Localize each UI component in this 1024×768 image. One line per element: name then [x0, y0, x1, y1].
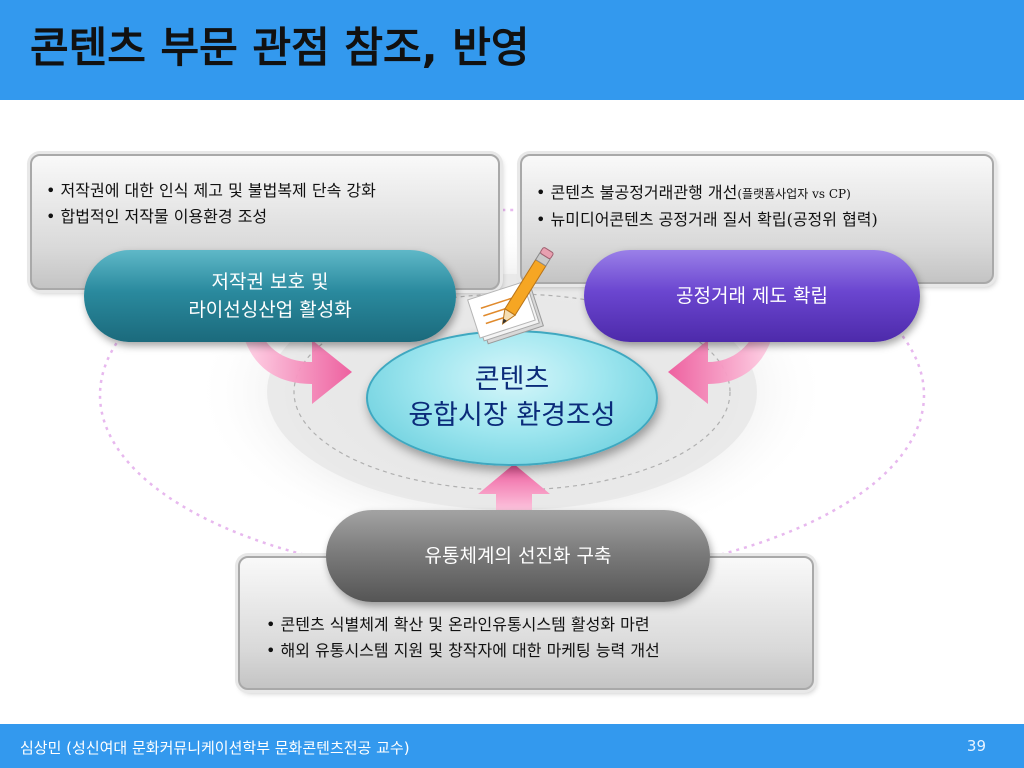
bottom-bullet-list: 콘텐츠 식별체계 확산 및 온라인유통시스템 활성화 마련 해외 유통시스템 지… — [266, 612, 812, 664]
center-line2: 융합시장 환경조성 — [408, 400, 616, 431]
teal-pill-line2: 라이선싱산업 활성화 — [188, 299, 352, 321]
center-goal-ellipse: 콘텐츠 융합시장 환경조성 — [366, 330, 658, 466]
gray-pill-label: 유통체계의 선진화 구축 — [424, 545, 612, 567]
footer-author: 심상민 (성신여대 문화커뮤니케이션학부 문화콘텐츠전공 교수) — [20, 739, 410, 757]
left-bullet: 저작권에 대한 인식 제고 및 불법복제 단속 강화 — [46, 178, 498, 204]
fair-trade-pill: 공정거래 제도 확립 — [584, 250, 920, 342]
left-bullet-list: 저작권에 대한 인식 제고 및 불법복제 단속 강화 합법적인 저작물 이용환경… — [46, 178, 498, 230]
purple-pill-label: 공정거래 제도 확립 — [676, 285, 828, 307]
title-bar: 콘텐츠 부문 관점 참조, 반영 — [0, 0, 1024, 100]
right-bullet: 뉴미디어콘텐츠 공정거래 질서 확립(공정위 협력) — [536, 207, 992, 233]
copyright-protection-pill: 저작권 보호 및 라이선싱산업 활성화 — [84, 250, 456, 342]
bottom-bullet: 콘텐츠 식별체계 확산 및 온라인유통시스템 활성화 마련 — [266, 612, 812, 638]
arrow-right-icon — [240, 318, 352, 404]
slide-title: 콘텐츠 부문 관점 참조, 반영 — [30, 23, 530, 72]
right-bullet: 콘텐츠 불공정거래관행 개선(플랫폼사업자 vs CP) — [536, 180, 992, 207]
page-number: 39 — [966, 737, 986, 755]
footer-bar: 심상민 (성신여대 문화커뮤니케이션학부 문화콘텐츠전공 교수) 39 — [0, 724, 1024, 768]
arrow-up-icon — [478, 464, 550, 518]
teal-pill-line1: 저작권 보호 및 — [211, 271, 329, 293]
right-bullet-list: 콘텐츠 불공정거래관행 개선(플랫폼사업자 vs CP) 뉴미디어콘텐츠 공정거… — [536, 180, 992, 233]
center-line1: 콘텐츠 — [474, 364, 550, 395]
right-bullet-note: (플랫폼사업자 vs CP) — [737, 187, 851, 201]
right-bullet-main: 콘텐츠 불공정거래관행 개선 — [550, 183, 738, 202]
arrow-left-icon — [668, 318, 776, 404]
left-bullet: 합법적인 저작물 이용환경 조성 — [46, 204, 498, 230]
bottom-bullet: 해외 유통시스템 지원 및 창작자에 대한 마케팅 능력 개선 — [266, 638, 812, 664]
distribution-pill: 유통체계의 선진화 구축 — [326, 510, 710, 602]
